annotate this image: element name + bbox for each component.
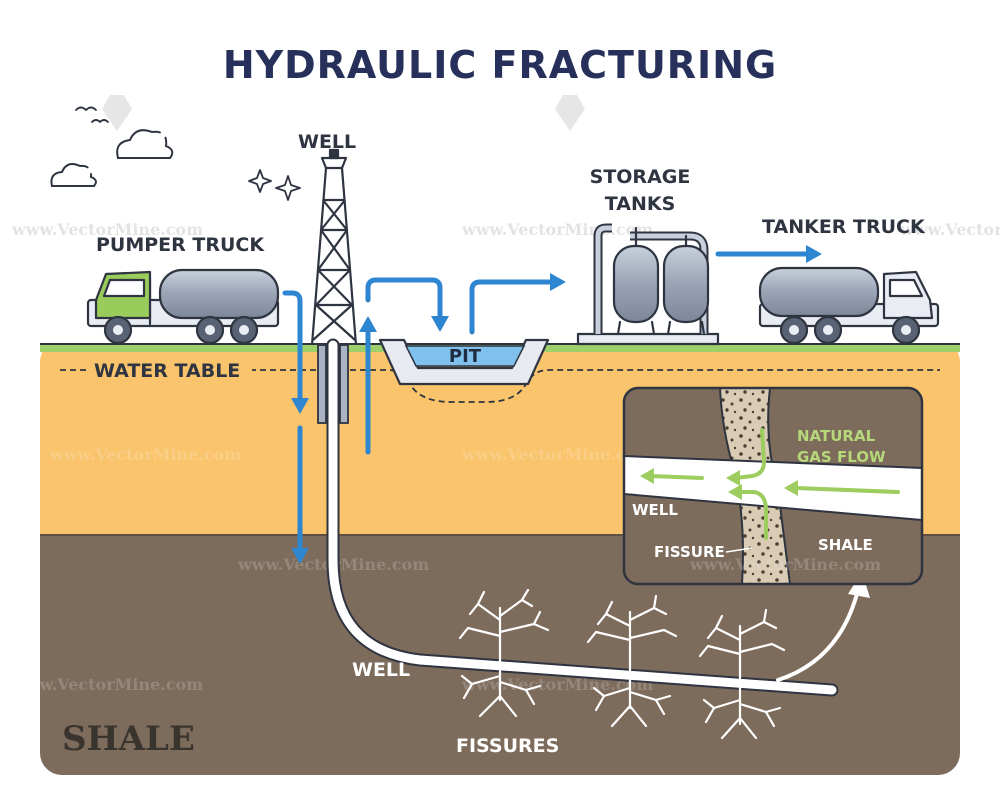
well-label-top: WELL	[298, 131, 356, 153]
cloud-icon	[50, 163, 97, 187]
inset-detail: NATURAL GAS FLOW WELL FISSURE SHALE www.…	[622, 386, 924, 586]
gas-flow-arrows	[648, 428, 900, 540]
sparkle-icon	[248, 169, 301, 201]
watermark-text: www.VectorMine.com	[11, 675, 203, 694]
watermark-text: www.VectorMine.com	[461, 445, 653, 464]
water-flow-arrows	[282, 245, 822, 564]
storage-tanks-label-line1: STORAGE	[590, 166, 691, 188]
pumper-truck	[86, 268, 280, 345]
diagram-title: HYDRAULIC FRACTURING	[223, 43, 777, 87]
inset-shale-label: SHALE	[818, 536, 873, 554]
tanker-truck	[758, 266, 940, 345]
watermark-text: www.VectorMine.com	[461, 220, 653, 239]
inset-fissure-label: FISSURE	[654, 543, 725, 561]
watermark-text: www.VectorMine.com	[49, 445, 241, 464]
natural-gas-flow-label-line1: NATURAL	[797, 427, 876, 445]
well-derrick	[310, 148, 358, 346]
pumper-truck-label: PUMPER TRUCK	[96, 234, 265, 256]
storage-tanks-label-line2: TANKS	[605, 193, 676, 215]
well-label-horizontal: WELL	[352, 659, 410, 681]
bird-icon	[75, 106, 109, 124]
water-table-label: WATER TABLE	[94, 360, 240, 382]
shale-label: SHALE	[62, 719, 195, 759]
well-casing	[317, 344, 349, 424]
pit-label: PIT	[449, 346, 482, 367]
watermark-text: www.VectorMine.com	[11, 220, 203, 239]
inset-well-label: WELL	[632, 501, 678, 519]
natural-gas-flow-label-line2: GAS FLOW	[797, 448, 886, 466]
fissures	[458, 588, 786, 740]
pit: PIT	[378, 338, 550, 386]
storage-tanks	[576, 223, 720, 346]
watermark-text: www.VectorMine.com	[899, 220, 1000, 239]
inset-well-pipe	[624, 454, 922, 522]
watermark-pen-icon	[102, 95, 585, 131]
fissures-label: FISSURES	[456, 735, 559, 757]
watermark-text: www.VectorMine.com	[689, 555, 881, 574]
tanker-truck-label: TANKER TRUCK	[762, 216, 926, 238]
cloud-icon	[116, 129, 174, 159]
